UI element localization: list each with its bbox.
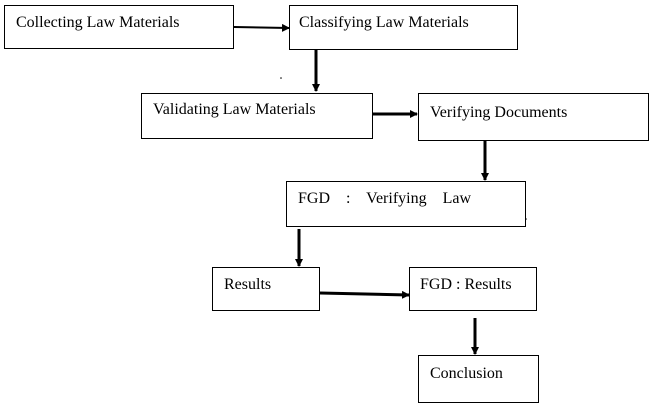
node-label: FGD : Verifying Law — [298, 190, 472, 207]
node-verifying-documents: Verifying Documents — [418, 93, 649, 141]
node-label: Collecting Law Materials — [16, 14, 180, 31]
node-classifying-law-materials: Classifying Law Materials — [289, 5, 518, 50]
node-label: Verifying Documents — [430, 104, 568, 121]
node-label: Classifying Law Materials — [299, 14, 469, 31]
node-validating-law-materials: Validating Law Materials — [141, 93, 373, 139]
node-conclusion: Conclusion — [418, 355, 539, 403]
node-fgd-results: FGD : Results — [409, 267, 537, 311]
node-fgd-verifying-law: FGD : Verifying Law — [286, 181, 526, 227]
arrow-results-to-fgd-results — [319, 290, 410, 299]
node-label: FGD : Results — [420, 276, 512, 293]
node-results: Results — [212, 267, 320, 311]
node-label: Conclusion — [430, 365, 503, 382]
node-collecting-law-materials: Collecting Law Materials — [4, 5, 234, 49]
node-label: Validating Law Materials — [153, 101, 316, 118]
arrow-collecting-to-classifying — [233, 23, 290, 32]
stray-dot — [280, 77, 282, 79]
node-label: Results — [224, 276, 272, 293]
